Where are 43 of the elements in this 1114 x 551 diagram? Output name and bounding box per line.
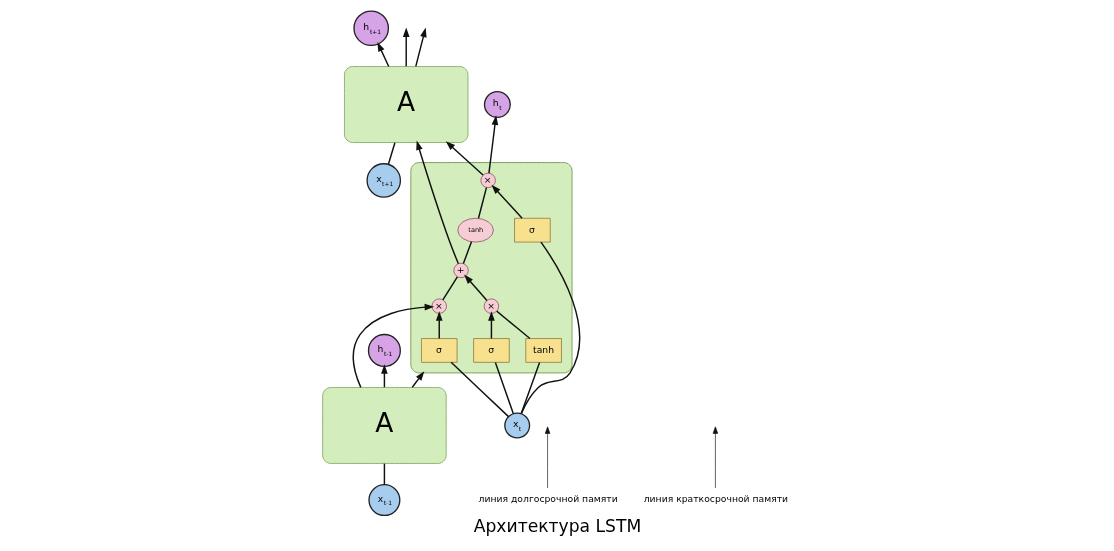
arrow — [415, 140, 459, 265]
arrow — [490, 184, 523, 219]
connector — [494, 361, 514, 415]
connector — [477, 186, 487, 219]
arrow — [402, 27, 410, 68]
node-text: линия долгосрочной памяти — [478, 493, 618, 505]
connector — [462, 241, 472, 265]
arrow — [414, 27, 427, 68]
node-circle: × — [479, 172, 496, 189]
node-circle: h$_{t-1}$ — [367, 333, 401, 368]
arrow — [435, 311, 443, 340]
node-circle: h$_{t}$ — [483, 91, 511, 119]
connector — [387, 142, 396, 165]
node-box: A — [343, 66, 468, 143]
node-circle: x$_{t-1}$ — [367, 484, 400, 517]
node-circle: × — [483, 298, 499, 314]
arrow — [712, 426, 718, 489]
node-box: σ — [472, 338, 510, 363]
connector — [441, 276, 458, 301]
node-circle: + — [452, 262, 469, 279]
arrow — [463, 274, 488, 302]
node-circle: × — [431, 298, 447, 314]
arrow — [411, 371, 424, 389]
node-circle: h$_{t+1}$ — [352, 10, 389, 47]
connector — [495, 310, 531, 340]
connector — [449, 361, 509, 418]
node-box: A — [321, 387, 447, 464]
node-box: σ — [513, 217, 551, 243]
connector — [520, 241, 580, 415]
arrow — [376, 42, 389, 68]
node-box: σ — [420, 338, 457, 363]
arrow — [445, 141, 484, 176]
connector — [520, 361, 540, 415]
caption: Архитектура LSTM — [473, 515, 641, 536]
node-circle: x$_{t+1}$ — [365, 163, 401, 198]
arrow — [487, 311, 495, 340]
node-circle: x$_{t}$ — [503, 412, 530, 439]
arrow — [544, 426, 550, 489]
arrow — [487, 115, 498, 174]
connector — [383, 462, 385, 486]
cluster — [409, 162, 573, 374]
node-text: линия краткосрочной памяти — [643, 493, 788, 505]
node-box: tanh — [524, 338, 562, 363]
